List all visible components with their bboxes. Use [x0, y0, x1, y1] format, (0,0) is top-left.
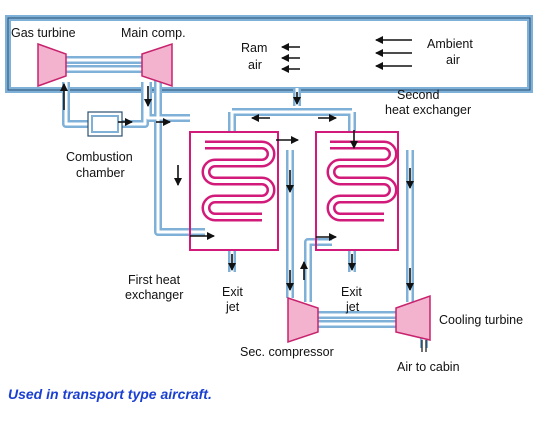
label-second-hx-2: heat exchanger [385, 103, 471, 117]
cooling-turbine [395, 294, 431, 341]
flow-arrows [60, 36, 414, 291]
second-heat-exchanger [315, 131, 399, 251]
label-ambient-air-2: air [446, 53, 460, 67]
first-heat-exchanger [189, 131, 279, 251]
label-first-hx-1: First heat [128, 273, 181, 287]
labels: Gas turbine Main comp. Ram air Ambient a… [11, 26, 523, 374]
secondary-compressor [287, 296, 319, 344]
label-exit-jet-1a: Exit [222, 285, 243, 299]
label-air-to-cabin: Air to cabin [397, 360, 460, 374]
label-exit-jet-2b: jet [345, 300, 360, 314]
label-gas-turbine: Gas turbine [11, 26, 76, 40]
label-combustion-2: chamber [76, 166, 125, 180]
label-combustion-1: Combustion [66, 150, 133, 164]
label-sec-compressor: Sec. compressor [240, 345, 334, 359]
label-exit-jet-2a: Exit [341, 285, 362, 299]
main-compressor [141, 42, 173, 88]
label-ambient-air-1: Ambient [427, 37, 473, 51]
caption: Used in transport type aircraft. [8, 386, 212, 402]
label-cooling-turbine: Cooling turbine [439, 313, 523, 327]
air-to-cabin-arrows [421, 340, 427, 352]
gas-turbine [37, 42, 67, 88]
nacelle-duct [5, 15, 533, 93]
label-ram-air-1: Ram [241, 41, 267, 55]
label-second-hx-1: Second [397, 88, 439, 102]
label-ram-air-2: air [248, 58, 262, 72]
label-first-hx-2: exchanger [125, 288, 183, 302]
label-exit-jet-1b: jet [225, 300, 240, 314]
combustion-chamber [87, 111, 123, 137]
ducting [62, 56, 428, 348]
label-main-comp: Main comp. [121, 26, 186, 40]
